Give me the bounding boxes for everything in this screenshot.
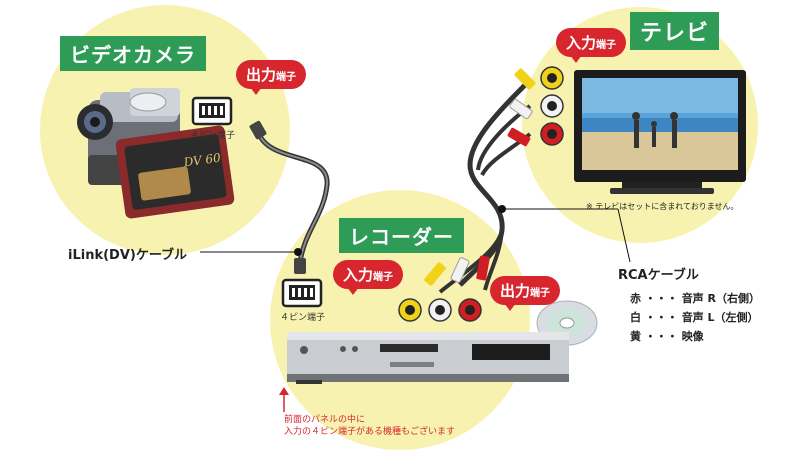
legend-row-white: 白 ・・・ 音声 L（左側） bbox=[630, 309, 760, 328]
recorder-icon bbox=[287, 332, 569, 384]
legend-red-dots: ・・・ bbox=[644, 292, 678, 305]
recorder-input-sub: 端子 bbox=[373, 272, 394, 283]
recorder-input-main: 入力 bbox=[343, 266, 374, 284]
camera-4pin-port-icon bbox=[191, 96, 233, 126]
front-panel-note-line1: 前面のパネルの中に bbox=[284, 415, 366, 425]
tv-input-sub: 端子 bbox=[596, 40, 617, 51]
recorder-rca-jacks bbox=[398, 298, 482, 322]
legend-red-color: 赤 bbox=[630, 292, 641, 305]
legend-row-red: 赤 ・・・ 音声 R（右側） bbox=[630, 290, 760, 309]
rca-cable-label: RCAケーブル bbox=[618, 268, 699, 283]
recorder-label: レコーダー bbox=[339, 218, 464, 253]
legend-row-yellow: 黄 ・・・ 映像 bbox=[630, 328, 760, 347]
legend-yellow-dots: ・・・ bbox=[644, 330, 678, 343]
camera-output-main: 出力 bbox=[246, 66, 277, 84]
legend-white-color: 白 bbox=[630, 311, 641, 324]
ilink-cable-label: iLink(DV)ケーブル bbox=[68, 248, 188, 263]
legend-white-dots: ・・・ bbox=[644, 311, 678, 324]
camera-output-bubble: 出力端子 bbox=[236, 60, 307, 95]
recorder-4pin-label: ４ピン端子 bbox=[280, 313, 326, 323]
camera-output-sub: 端子 bbox=[276, 72, 297, 83]
recorder-input-bubble: 入力端子 bbox=[333, 260, 404, 295]
recorder-4pin-port-icon bbox=[281, 278, 323, 308]
legend-white-meaning: 音声 L（左側） bbox=[681, 311, 759, 324]
recorder-output-sub: 端子 bbox=[530, 288, 551, 299]
rca-cable bbox=[424, 68, 536, 294]
legend-red-meaning: 音声 R（右側） bbox=[681, 292, 760, 305]
dv-tape-icon: DV 60 bbox=[115, 125, 235, 219]
tv-input-bubble: 入力端子 bbox=[556, 28, 627, 63]
recorder-bg-circle bbox=[270, 190, 530, 450]
tv-label: テレビ bbox=[630, 12, 720, 50]
tv-icon bbox=[574, 70, 746, 194]
tv-input-main: 入力 bbox=[566, 34, 597, 52]
front-panel-note-line2: 入力の４ピン端子がある機種もございます bbox=[284, 427, 456, 437]
tv-rca-jacks bbox=[540, 66, 564, 146]
camera-4pin-label: ４ピン端子 bbox=[190, 131, 236, 141]
legend-yellow-color: 黄 bbox=[630, 330, 641, 343]
svg-text:DV 60: DV 60 bbox=[182, 151, 222, 170]
rca-legend: 赤 ・・・ 音声 R（右側） 白 ・・・ 音声 L（左側） 黄 ・・・ 映像 bbox=[630, 290, 760, 347]
recorder-output-main: 出力 bbox=[500, 282, 531, 300]
legend-yellow-meaning: 映像 bbox=[681, 330, 704, 343]
tv-note: ※ テレビはセットに含まれておりません。 bbox=[586, 202, 739, 211]
recorder-output-bubble: 出力端子 bbox=[490, 276, 561, 311]
video-camera-label: ビデオカメラ bbox=[60, 36, 206, 71]
